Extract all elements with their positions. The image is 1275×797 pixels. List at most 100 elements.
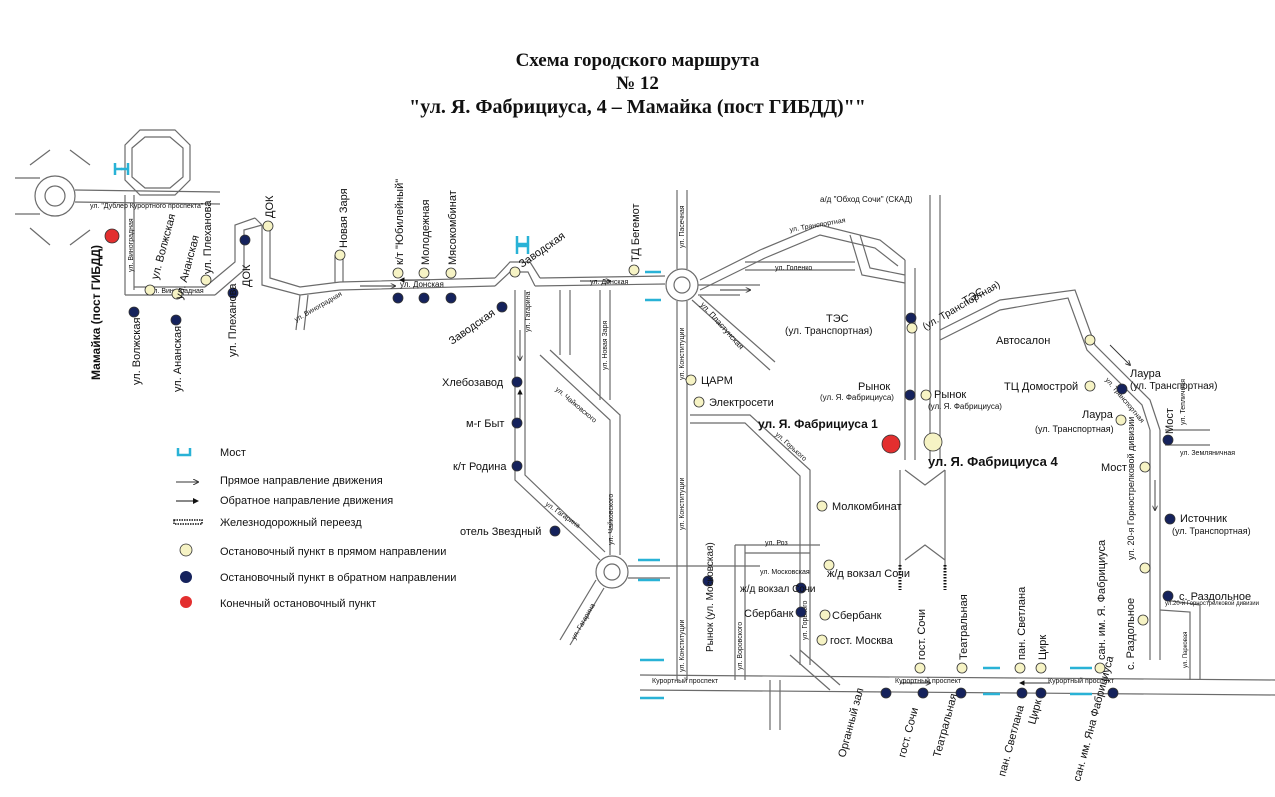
legend-item-railway: Железнодорожный переезд bbox=[173, 517, 362, 529]
legend-text-backward-stop: Остановочный пункт в обратном направлени… bbox=[220, 572, 456, 584]
street-kurortny-2: Курортный проспект bbox=[895, 677, 962, 685]
stop-label-most-b: Мост bbox=[1164, 408, 1176, 434]
street-roz: ул. Роз bbox=[765, 540, 788, 547]
stop-label-rynok-moskovskaya: Рынок (ул. Московская) bbox=[705, 542, 716, 652]
street-gagarina-3: ул. Гагарина bbox=[571, 602, 597, 641]
map-title: Схема городского маршрута bbox=[515, 50, 760, 71]
street-gagarina-2: ул. Гагарина bbox=[544, 501, 581, 530]
stop-label-tes-b: ТЭС bbox=[826, 313, 849, 325]
street-donskaya-1: ул. Донская bbox=[400, 280, 444, 289]
street-dublior: ул. "Дублер Курортного проспекта" bbox=[90, 202, 204, 210]
stop-label-plekhanova-b: ул. Плеханова bbox=[227, 283, 239, 357]
stop-label-td-begemot: ТД Бегемот bbox=[630, 203, 642, 262]
street-novaya-zarya: ул. Новая Заря bbox=[602, 321, 609, 370]
stop-label-svetlana-f: пан. Светлана bbox=[1016, 586, 1028, 660]
stop-label-volzhskaya-f: ул. Волжская bbox=[149, 213, 178, 281]
street-konstitucii-3: ул. Конституции bbox=[679, 620, 686, 672]
street-vinogradnaya-1: ул. Виноградная bbox=[128, 218, 135, 272]
stop-label-yubileyny: к/т "Юбилейный" bbox=[394, 179, 406, 265]
legend-item-bridge: Мост bbox=[176, 447, 246, 459]
street-gorkogo-2: ул. Горького bbox=[802, 600, 809, 640]
stop-label-laura-b-sub: (ул. Транспортная) bbox=[1130, 381, 1217, 392]
street-vorovskogo: ул. Воровского bbox=[737, 622, 744, 670]
stop-label-molkombinat: Молкомбинат bbox=[832, 501, 902, 513]
stop-label-san-fabr-f: сан. им. Я. Фабрициуса bbox=[1096, 539, 1108, 660]
stop-label-otel-zvezdny: отель Звездный bbox=[460, 526, 541, 538]
stop-label-zhd-vokzal-b: ж/д вокзал Сочи bbox=[740, 584, 815, 595]
legend-text-terminal: Конечный остановочный пункт bbox=[220, 598, 376, 610]
stop-label-cirk-b: Цирк bbox=[1026, 698, 1044, 726]
stop-label-razdolnoe-f: с. Раздольное bbox=[1125, 598, 1137, 670]
stop-label-teatralnaya-b: Театральная bbox=[931, 692, 960, 759]
stop-label-volzhskaya-b: ул. Волжская bbox=[131, 318, 143, 385]
legend-text-bridge: Мост bbox=[220, 447, 246, 459]
stop-label-rynok-b-sub: (ул. Я. Фабрициуса) bbox=[820, 393, 894, 402]
stop-label-rynok-f: Рынок bbox=[934, 389, 966, 401]
street-gagarina-1: ул. Гагарина bbox=[525, 291, 532, 332]
stop-label-dok-f: ДОК bbox=[264, 195, 276, 218]
street-obhod-sochi: а/д "Обход Сочи" (СКАД) bbox=[820, 195, 913, 204]
stop-label-gost-sochi-f: гост. Сочи bbox=[916, 609, 928, 660]
street-teplichnaya: ул. Тепличная bbox=[1180, 379, 1187, 425]
stop-label-laura-f: Лаура bbox=[1082, 409, 1114, 421]
stop-label-gost-moskva: гост. Москва bbox=[830, 635, 894, 647]
street-moskovskaya: ул. Московская bbox=[760, 569, 810, 576]
stop-label-kt-rodina: к/т Родина bbox=[453, 461, 507, 473]
stop-label-myasokombinat: Мясокомбинат bbox=[447, 190, 459, 265]
street-gorkogo-1: ул. Горького bbox=[774, 431, 808, 463]
stop-label-svetlana-b: пан. Светлана bbox=[996, 703, 1027, 778]
route-name: "ул. Я. Фабрициуса, 4 – Мамайка (пост ГИ… bbox=[409, 96, 866, 118]
legend-text-forward-stop: Остановочный пункт в прямом направлении bbox=[220, 546, 446, 558]
stop-label-zhd-vokzal-f: ж/д вокзал Сочи bbox=[827, 568, 910, 580]
stop-label-gost-sochi-b: гост. Сочи bbox=[896, 706, 921, 758]
terminal-stop-icon bbox=[180, 596, 192, 608]
street-labels: ул. "Дублер Курортного проспекта" ул. Ви… bbox=[90, 195, 1259, 685]
stops bbox=[104, 220, 1176, 699]
stop-label-fabr-4: ул. Я. Фабрициуса 4 bbox=[928, 454, 1059, 469]
legend-item-backward-stop: Остановочный пункт в обратном направлени… bbox=[180, 571, 456, 584]
stop-label-dok-b: ДОК bbox=[241, 264, 253, 287]
stop-label-razdolnoe-b: с. Раздольное bbox=[1179, 591, 1251, 603]
stop-label-rynok-b: Рынок bbox=[858, 381, 890, 393]
stop-label-tes-b-sub: (ул. Транспортная) bbox=[785, 326, 872, 337]
stop-label-organny-zal: Органный зал bbox=[836, 687, 866, 759]
stop-label-avtosalon: Автосалон bbox=[996, 335, 1050, 347]
street-chaikovskogo-2: ул. Чайковского bbox=[607, 494, 615, 545]
street-kurortny-1: Курортный проспект bbox=[652, 677, 719, 685]
stop-label-laura-f-sub: (ул. Транспортная) bbox=[1035, 424, 1114, 434]
road-network bbox=[15, 129, 1275, 730]
stop-mamaika-terminal bbox=[104, 228, 120, 244]
stop-label-san-fabr-b: сан. им. Яна Фабрициуса bbox=[1071, 654, 1116, 783]
forward-stop-icon bbox=[179, 543, 193, 557]
legend-item-backward: Обратное направление движения bbox=[176, 495, 393, 507]
stop-label-fabr-1: ул. Я. Фабрициуса 1 bbox=[758, 417, 878, 431]
legend-text-railway: Железнодорожный переезд bbox=[220, 517, 362, 529]
direction-arrows bbox=[360, 277, 1155, 686]
legend: Мост Прямое направление движения Обратно… bbox=[173, 447, 456, 610]
street-konstitucii-1: ул. Конституции bbox=[679, 328, 686, 380]
legend-text-forward: Прямое направление движения bbox=[220, 475, 383, 487]
railway-crossings bbox=[898, 565, 947, 590]
bridge-icon bbox=[176, 448, 192, 457]
stop-label-istochnik-sub: (ул. Транспортная) bbox=[1172, 526, 1251, 536]
stop-label-mg-byt: м-г Быт bbox=[466, 418, 504, 430]
stop-label-tsarm: ЦАРМ bbox=[701, 375, 733, 387]
stop-label-teatralnaya-f: Театральная bbox=[958, 594, 970, 660]
street-zemlyanichnaya: ул. Земляничная bbox=[1180, 450, 1235, 457]
stop-label-sberbank-b: Сбербанк bbox=[744, 608, 794, 620]
railway-crossing-icon bbox=[173, 519, 203, 525]
street-plastunskaya: ул. Пластунская bbox=[699, 300, 746, 351]
street-kurortny-3: Курортный проспект bbox=[1048, 677, 1115, 685]
street-transportnaya: ул. Транспортная bbox=[789, 217, 846, 234]
legend-text-backward: Обратное направление движения bbox=[220, 495, 393, 507]
stop-label-cirk-f: Цирк bbox=[1037, 635, 1049, 660]
stop-label-zavodskaya-f: Заводская bbox=[517, 230, 568, 270]
street-vinogradnaya-3: ул. Виноградная bbox=[294, 291, 344, 324]
legend-item-forward: Прямое направление движения bbox=[176, 475, 383, 487]
legend-item-terminal: Конечный остановочный пункт bbox=[180, 596, 376, 610]
stop-label-ananskaya-b: ул. Ананская bbox=[172, 326, 184, 392]
stop-label-rynok-f-sub: (ул. Я. Фабрициуса) bbox=[928, 402, 1002, 411]
stop-label-tes-f-sub: (ул. Транспортная) bbox=[921, 279, 1002, 332]
stop-label-sberbank-f: Сбербанк bbox=[832, 610, 882, 622]
